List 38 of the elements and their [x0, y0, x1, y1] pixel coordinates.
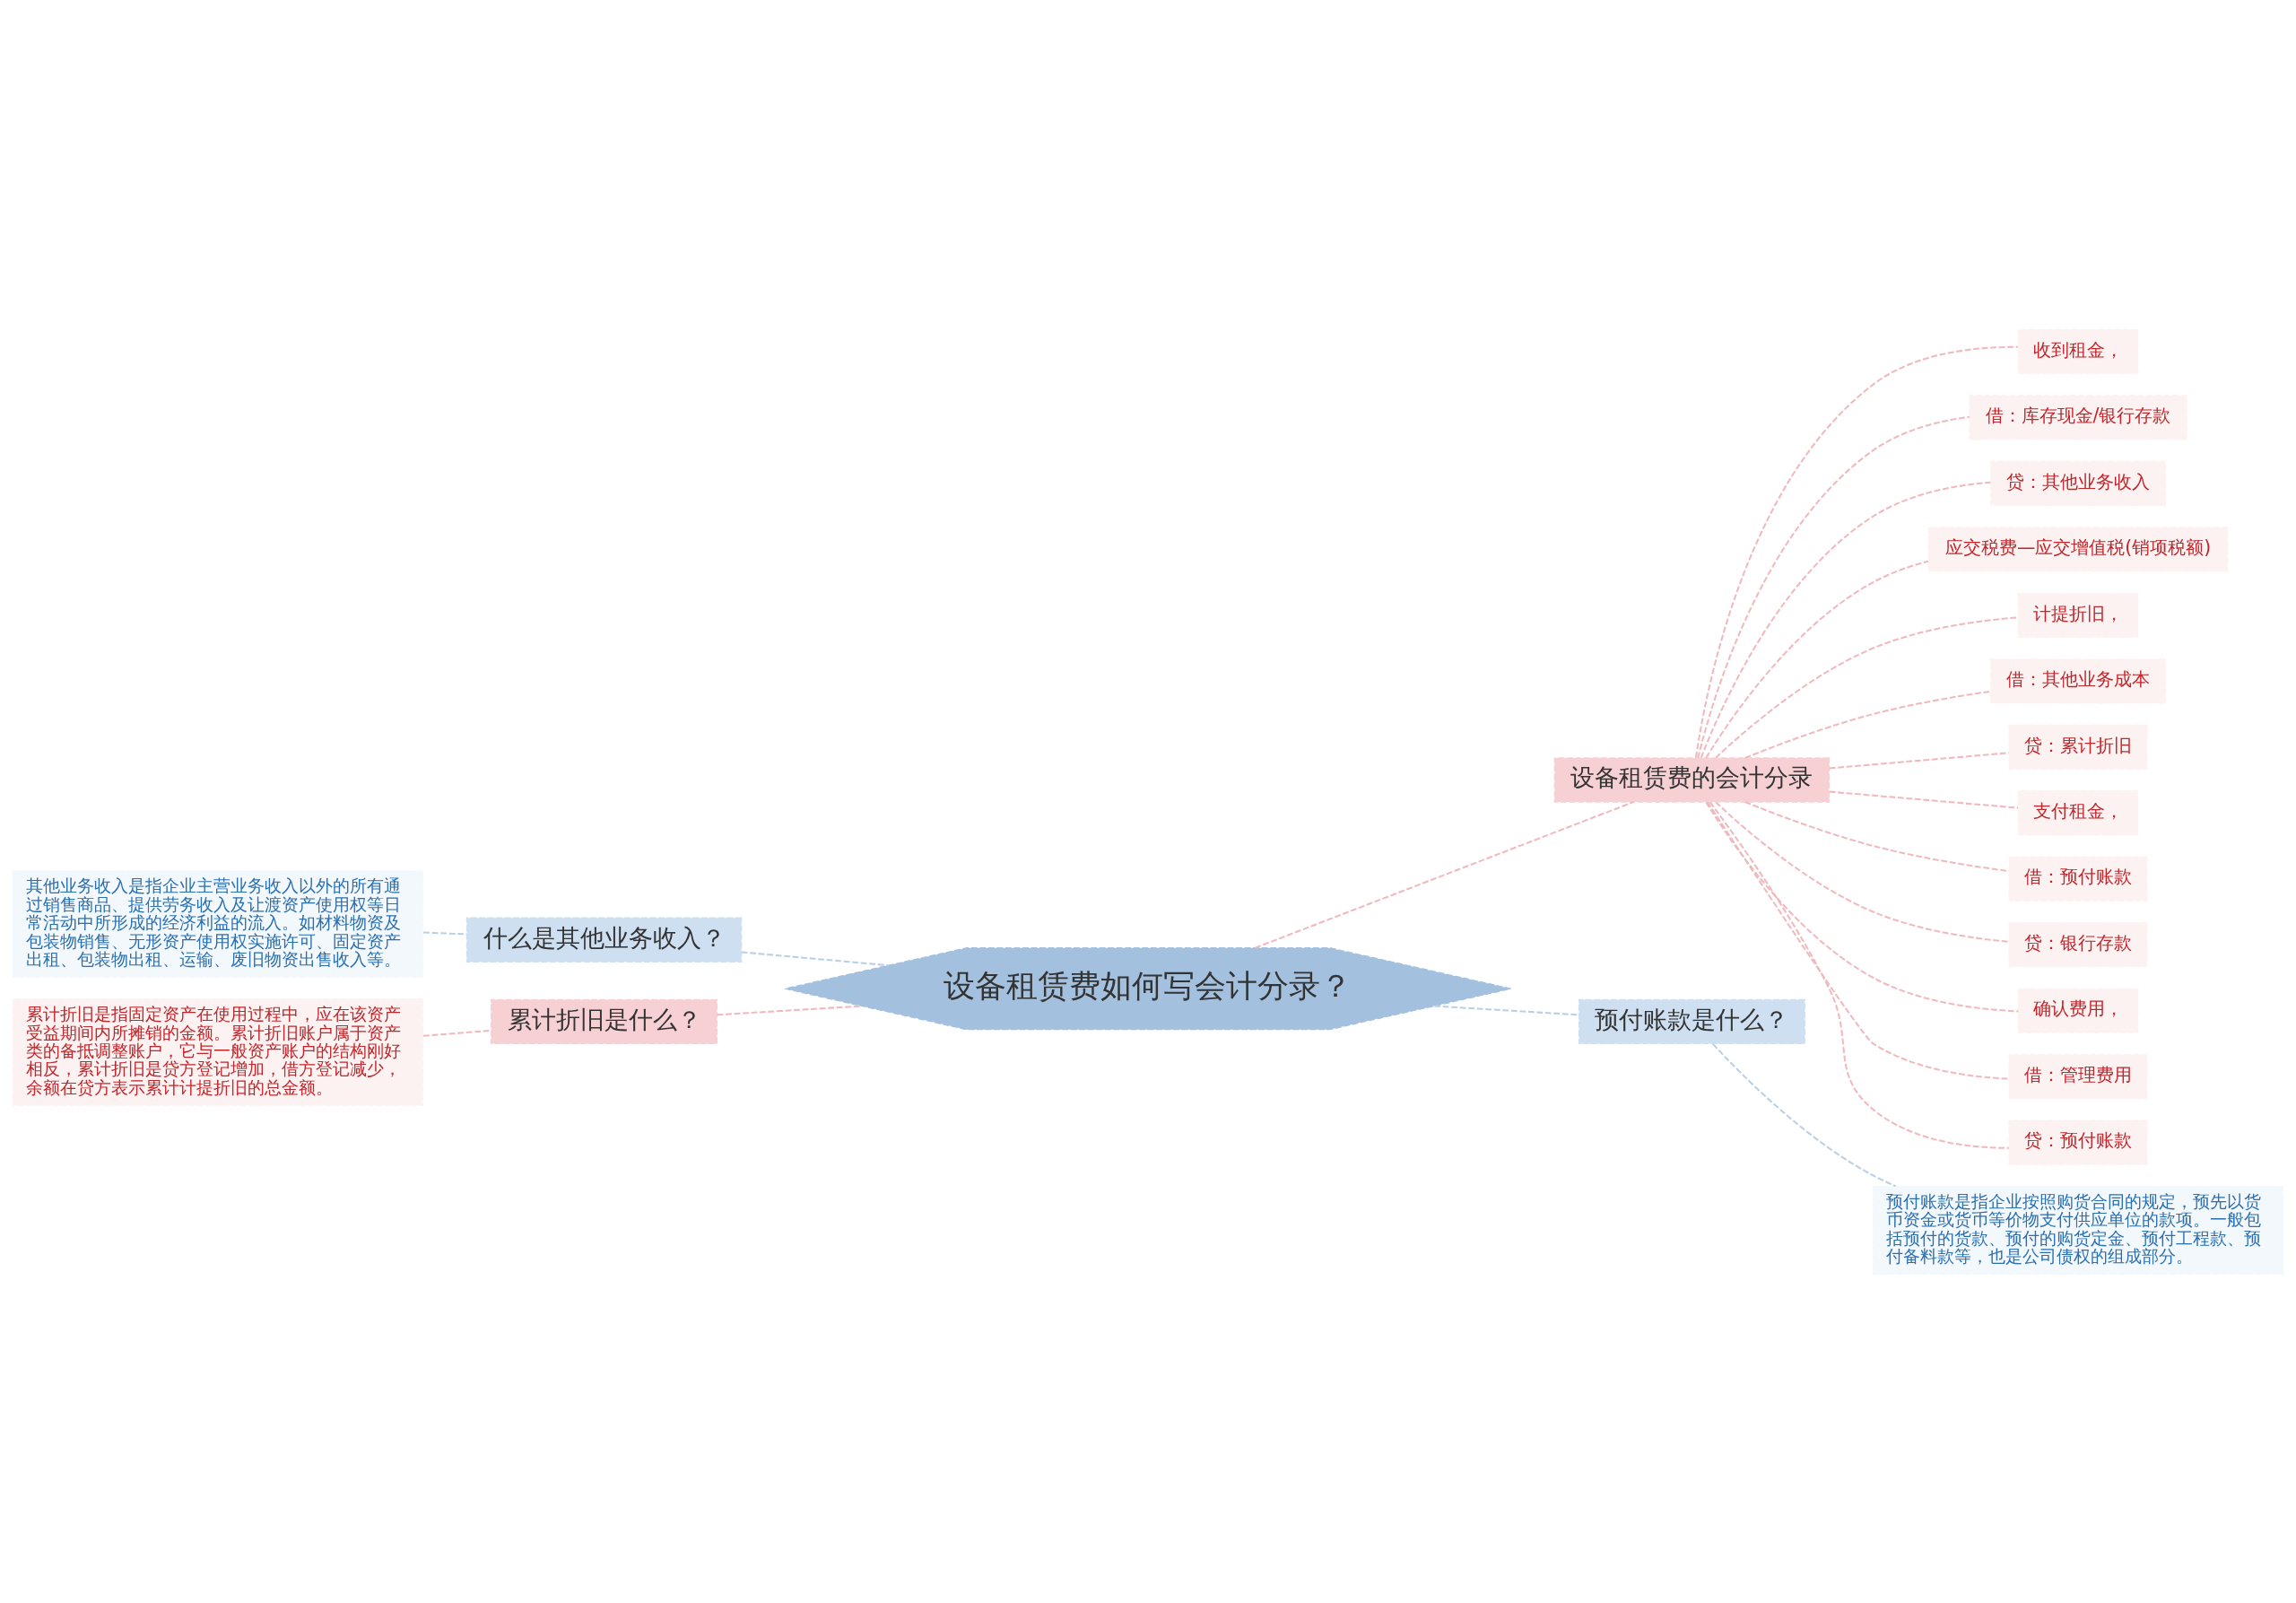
- node-box: 贷：银行存款: [2008, 921, 2148, 967]
- node-box: 计提折旧，: [2017, 592, 2139, 638]
- connector: [1705, 560, 1929, 758]
- connector: [1707, 801, 2009, 1080]
- connector: [1434, 1005, 1579, 1015]
- connector: [1697, 415, 1970, 758]
- connector: [1694, 345, 2019, 758]
- connector: [1744, 690, 1991, 759]
- connector: [1744, 800, 2009, 872]
- node-box: 应交税费—应交增值税(销项税额): [1927, 526, 2229, 571]
- node-box: 设备租赁费的会计分录: [1553, 756, 1831, 803]
- connector: [1715, 615, 2019, 758]
- connector: [1709, 801, 2009, 1149]
- connector: [741, 950, 889, 966]
- node-box: 贷：其他业务收入: [1990, 460, 2167, 506]
- node-box: 借：库存现金/银行存款: [1969, 394, 2187, 440]
- connector: [422, 1029, 491, 1037]
- connector: [1715, 801, 2010, 943]
- node-box: 支付租金，: [2017, 789, 2139, 835]
- connector: [1700, 481, 1991, 758]
- node-box: 贷：预付账款: [2008, 1119, 2148, 1165]
- node-box: 累计折旧是什么？: [491, 998, 718, 1044]
- node-box: 预付账款是指企业按照购货合同的规定，预先以货币资金或货币等价物支付供应单位的款项。一般包括预付的货款、预付的购货定金、预付工程款、预付备料款等，也是公司债权的组成部分。: [1872, 1185, 2284, 1275]
- node-box: 确认费用，: [2017, 988, 2139, 1033]
- node-box: 收到租金，: [2017, 328, 2139, 374]
- node-box: 借：其他业务成本: [1990, 658, 2167, 703]
- connector: [1705, 801, 2019, 1012]
- node-box: 贷：累计折旧: [2008, 724, 2148, 770]
- connector: [1255, 800, 1634, 949]
- connector: [717, 1005, 862, 1015]
- node-box: 累计折旧是指固定资产在使用过程中，应在该资产受益期间内所摊销的金额。累计折旧账户属于资产类的备抵调整账户，它与一般资产账户的结构刚好相反，累计折旧是贷方登记增加，借方登记减少，余额在贷方表示累计计提折旧的总金额。: [12, 998, 424, 1106]
- connector: [1829, 751, 2009, 769]
- node-box: 预付账款是什么？: [1578, 998, 1805, 1044]
- node-box: 什么是其他业务收入？: [465, 917, 743, 963]
- node-box: 其他业务收入是指企业主营业务收入以外的所有通过销售商品、提供劳务收入及让渡资产使用权等日常活动中所形成的经济利益的流入。如材料物资及包装物销售、无形资产使用权实施许可、固定资产出租、包装物出租、运输、废旧物资出售收入等。: [12, 869, 424, 978]
- connector: [1712, 1042, 1897, 1187]
- connector: [1829, 790, 2019, 809]
- node-box: 借：管理费用: [2008, 1053, 2148, 1099]
